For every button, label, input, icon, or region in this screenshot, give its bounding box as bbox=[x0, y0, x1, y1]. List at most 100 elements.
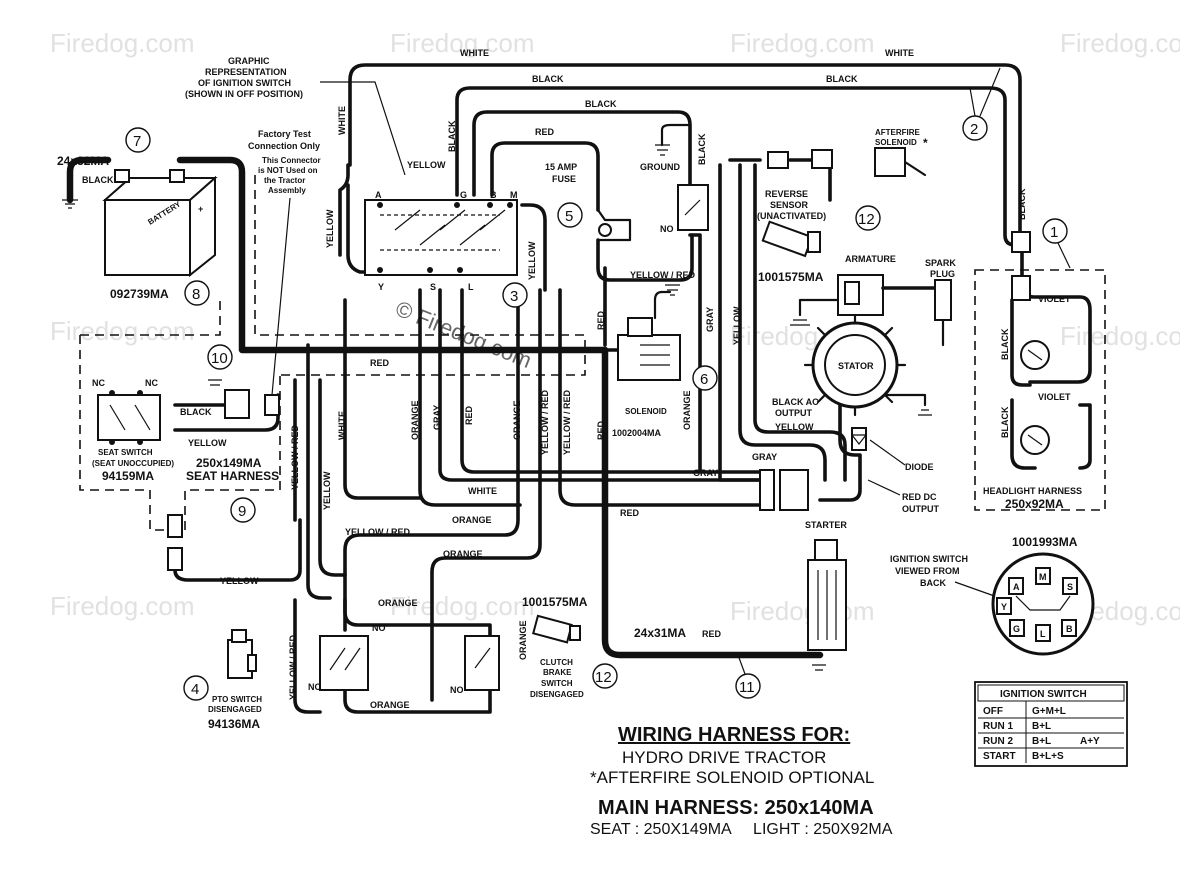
connector bbox=[767, 151, 789, 169]
wire-label-white: WHITE bbox=[460, 48, 489, 58]
callout-1-num: 1 bbox=[1050, 224, 1058, 241]
seat-harness-part: 250x149MA bbox=[196, 456, 262, 470]
battery-main-cable bbox=[176, 156, 609, 354]
wire-label-gray: GRAY bbox=[432, 405, 442, 430]
fuse-label2: FUSE bbox=[552, 174, 576, 184]
afterfire-pin bbox=[903, 160, 927, 177]
harness-outlines bbox=[79, 175, 1106, 531]
nc-no-switch bbox=[319, 635, 369, 691]
factory-line4: is NOT Used on bbox=[258, 166, 318, 175]
callout-8 bbox=[184, 280, 210, 306]
watermark: Firedog.com bbox=[50, 28, 195, 58]
ground-label: GROUND bbox=[640, 162, 680, 172]
wire-label-red: RED bbox=[596, 420, 606, 440]
watermark: Firedog.com bbox=[1060, 321, 1180, 351]
term-m: M bbox=[510, 190, 518, 200]
battery: BATTERY + bbox=[102, 169, 218, 278]
term-b: B bbox=[490, 190, 497, 200]
wire-label-yellow-red: YELLOW / RED bbox=[540, 390, 550, 456]
callout-1 bbox=[1042, 218, 1068, 244]
nc-label: NC bbox=[308, 682, 321, 692]
nc-label: NC bbox=[92, 378, 105, 388]
clutch-label4: DISENGAGED bbox=[530, 690, 584, 699]
wire-label-yellow: YELLOW bbox=[188, 438, 227, 448]
ign-row-c2: A+Y bbox=[1080, 736, 1100, 747]
reverse-label2: SENSOR bbox=[770, 200, 809, 210]
ign-row-c1: B+L+S bbox=[1032, 751, 1064, 762]
wire-label-black: BLACK bbox=[585, 99, 617, 109]
wire-label-red: RED bbox=[464, 405, 474, 425]
ign-row-c1: B+L bbox=[1032, 721, 1051, 732]
seat-switch-part: 94159MA bbox=[102, 469, 154, 483]
wire-label-gray: GRAY bbox=[705, 307, 715, 332]
wire-label-orange: ORANGE bbox=[682, 390, 692, 430]
ground-symbol bbox=[918, 409, 932, 416]
factory-line5: the Tractor bbox=[264, 176, 305, 185]
callout-9 bbox=[230, 497, 256, 523]
spark-label2: PLUG bbox=[930, 269, 955, 279]
graphic-rep-line1: GRAPHIC bbox=[228, 56, 270, 66]
clutch-label1: CLUTCH bbox=[540, 658, 573, 667]
diode-label: DIODE bbox=[905, 462, 934, 472]
wire-label-white: WHITE bbox=[337, 411, 347, 440]
wire-label-black: BLACK bbox=[180, 407, 212, 417]
callout-11 bbox=[735, 673, 761, 699]
ign-view-line1: IGNITION SWITCH bbox=[890, 554, 968, 564]
ign-term-g: G bbox=[1013, 624, 1020, 634]
callout-7-num: 7 bbox=[133, 133, 141, 150]
relay-contact bbox=[684, 199, 701, 216]
violet-label: VIOLET bbox=[1038, 392, 1071, 402]
wire-label-white: WHITE bbox=[468, 486, 497, 496]
graphic-rep-line3: OF IGNITION SWITCH bbox=[198, 78, 291, 88]
wire-label-orange: ORANGE bbox=[378, 598, 418, 608]
graphic-rep-line2: REPRESENTATION bbox=[205, 67, 287, 77]
battery-plus: + bbox=[198, 204, 203, 214]
wire-label-black: BLACK bbox=[447, 120, 457, 152]
ground-symbol bbox=[790, 319, 810, 326]
connector bbox=[759, 469, 775, 511]
fuse-label1: 15 AMP bbox=[545, 162, 577, 172]
fuse bbox=[596, 208, 632, 242]
title-sub: SEAT : 250X149MA LIGHT : 250X92MA bbox=[590, 821, 893, 838]
wire-label-red: RED bbox=[370, 358, 390, 368]
wire-label-gray: GRAY bbox=[693, 468, 718, 478]
cable-part: 24x31MA bbox=[634, 626, 686, 640]
wire-label-black: BLACK bbox=[1000, 328, 1010, 360]
wire-label-black: BLACK bbox=[1017, 188, 1027, 220]
ign-row-pos: RUN 2 bbox=[983, 736, 1013, 747]
wire-label-yellow: YELLOW bbox=[407, 160, 446, 170]
term-a: A bbox=[375, 190, 382, 200]
ign-row-pos: OFF bbox=[983, 706, 1003, 717]
callout-5 bbox=[557, 202, 583, 228]
wire-label-red: RED bbox=[702, 629, 722, 639]
reverse-sensor bbox=[761, 220, 821, 258]
seat-connector bbox=[224, 389, 250, 419]
callout-3-num: 3 bbox=[510, 288, 518, 305]
ignition-switch-graphic bbox=[364, 199, 518, 276]
term-y: Y bbox=[378, 282, 384, 292]
solenoid-label: SOLENOID bbox=[625, 407, 667, 416]
reverse-label1: REVERSE bbox=[765, 189, 808, 199]
title-main: MAIN HARNESS: 250x140MA bbox=[598, 797, 874, 819]
watermark: Firedog.com bbox=[1060, 28, 1180, 58]
callout-5-num: 5 bbox=[565, 208, 573, 225]
battery-ground-cable bbox=[66, 156, 112, 204]
wire-label-gray: GRAY bbox=[752, 452, 777, 462]
reverse-label3: (UNACTIVATED) bbox=[757, 211, 826, 221]
pto-switch bbox=[227, 629, 257, 679]
black-wire-label: BLACK bbox=[82, 175, 114, 185]
wire-label-yellow: YELLOW bbox=[325, 209, 335, 248]
wire-label-white: WHITE bbox=[885, 48, 914, 58]
ground-wire bbox=[660, 123, 692, 147]
connector bbox=[167, 514, 183, 538]
armature-core bbox=[844, 281, 860, 305]
wire-label-yellow: YELLOW bbox=[322, 471, 332, 510]
headlight-harness bbox=[1020, 340, 1050, 455]
pto-label2: DISENGAGED bbox=[208, 705, 262, 714]
watermark-symbol: © bbox=[392, 296, 416, 325]
ign-view-line3: BACK bbox=[920, 578, 946, 588]
connector bbox=[811, 149, 833, 169]
wire-label-yellow: YELLOW bbox=[220, 576, 259, 586]
callout-12 bbox=[855, 205, 881, 231]
ign-part: 1001993MA bbox=[1012, 535, 1078, 549]
